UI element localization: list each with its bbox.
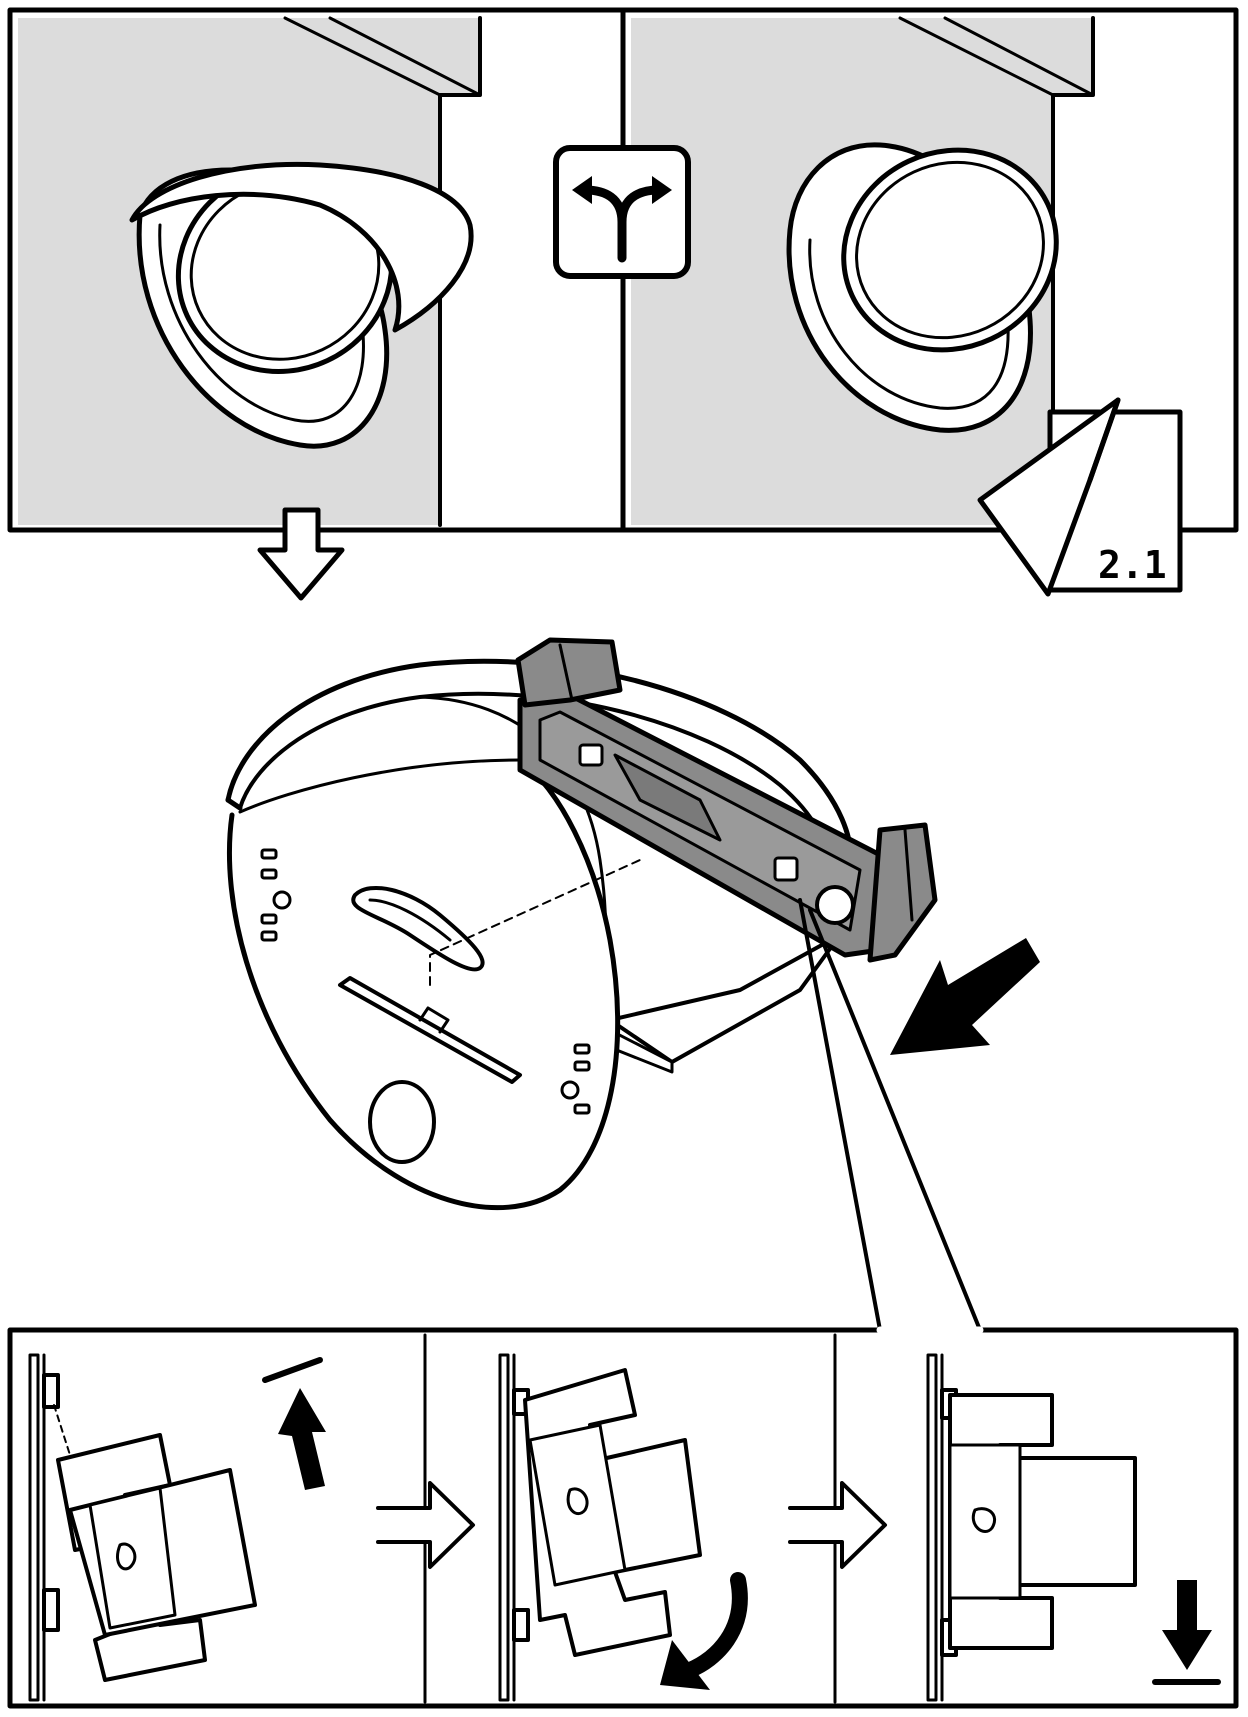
cable-hole — [368, 1080, 436, 1164]
up-arrow-to-line-icon — [262, 1357, 326, 1490]
long-slot — [338, 976, 522, 1084]
solid-arrow-icon — [890, 938, 1040, 1055]
fork-arrows-icon — [553, 145, 691, 279]
page-turn-icon: 2.1 — [977, 397, 1183, 597]
step-3-lowered-in-place — [926, 1353, 1221, 1702]
down-arrow-to-line-icon — [1152, 1580, 1221, 1685]
option-left-camera-with-shield — [18, 16, 482, 527]
bottom-panel — [7, 1326, 1239, 1709]
hollow-down-arrow-icon — [257, 507, 345, 601]
step-1-tilt-and-lift — [28, 1353, 326, 1702]
zoom-callout — [798, 898, 982, 1332]
option-right-camera-without-shield — [631, 16, 1095, 527]
screw-slots — [260, 848, 591, 1115]
keyhole-slot — [351, 886, 485, 972]
hollow-right-arrow-icon — [788, 1481, 887, 1569]
top-panel: 2.1 — [7, 7, 1239, 597]
curved-arrow-icon — [660, 1572, 748, 1690]
step-2-rotate-down — [498, 1353, 748, 1702]
reference-page-number: 2.1 — [1098, 543, 1167, 587]
camera-base-with-bracket — [225, 637, 938, 1211]
hollow-right-arrow-icon — [376, 1481, 475, 1569]
mounting-bracket — [515, 637, 938, 963]
